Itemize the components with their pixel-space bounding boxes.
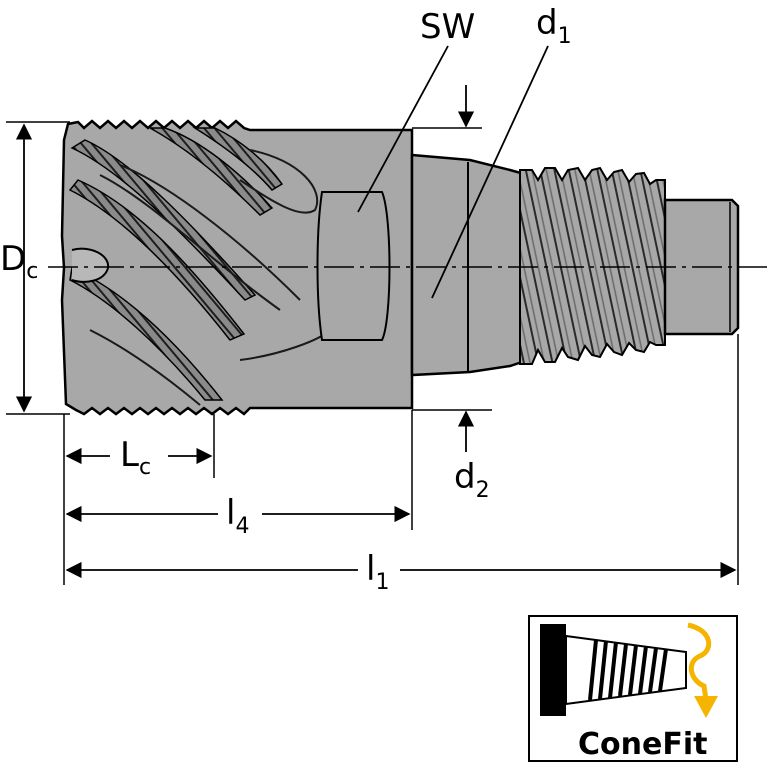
label-lc: Lc [120, 435, 151, 480]
dimension-labels: SW d1 Dc d2 Lc l4 l1 [0, 3, 572, 595]
flute-shade-1 [99, 174, 281, 311]
badge-icon-thread [588, 639, 668, 701]
flute-5 [192, 127, 284, 191]
label-d1: d1 [536, 3, 572, 49]
thread-section [519, 166, 666, 365]
sw-leader [357, 45, 449, 213]
wrench-flat [316, 191, 391, 341]
flute-shade-2 [119, 164, 301, 301]
label-sw: SW [420, 7, 475, 47]
flute-end [239, 149, 319, 214]
label-dc: Dc [0, 239, 38, 284]
tool-body [60, 119, 740, 416]
tip-center [71, 247, 110, 283]
label-l4: l4 [226, 493, 249, 539]
flute-2 [68, 179, 246, 341]
flute-4 [149, 127, 274, 216]
flute-1 [70, 139, 257, 301]
badge-icon-flange [540, 624, 566, 716]
badge-rotation-arrow [687, 622, 712, 701]
flute-3 [69, 266, 224, 401]
conefit-badge: ConeFit [528, 615, 738, 762]
label-l1: l1 [366, 549, 389, 595]
d1-leader [431, 45, 549, 299]
badge-label: ConeFit [578, 727, 707, 762]
neck-cone [410, 153, 530, 377]
badge-rotation-arrowhead [694, 696, 718, 718]
flute-shade-3 [89, 329, 201, 406]
label-d2: d2 [454, 457, 490, 503]
dimension-lines [6, 45, 739, 585]
